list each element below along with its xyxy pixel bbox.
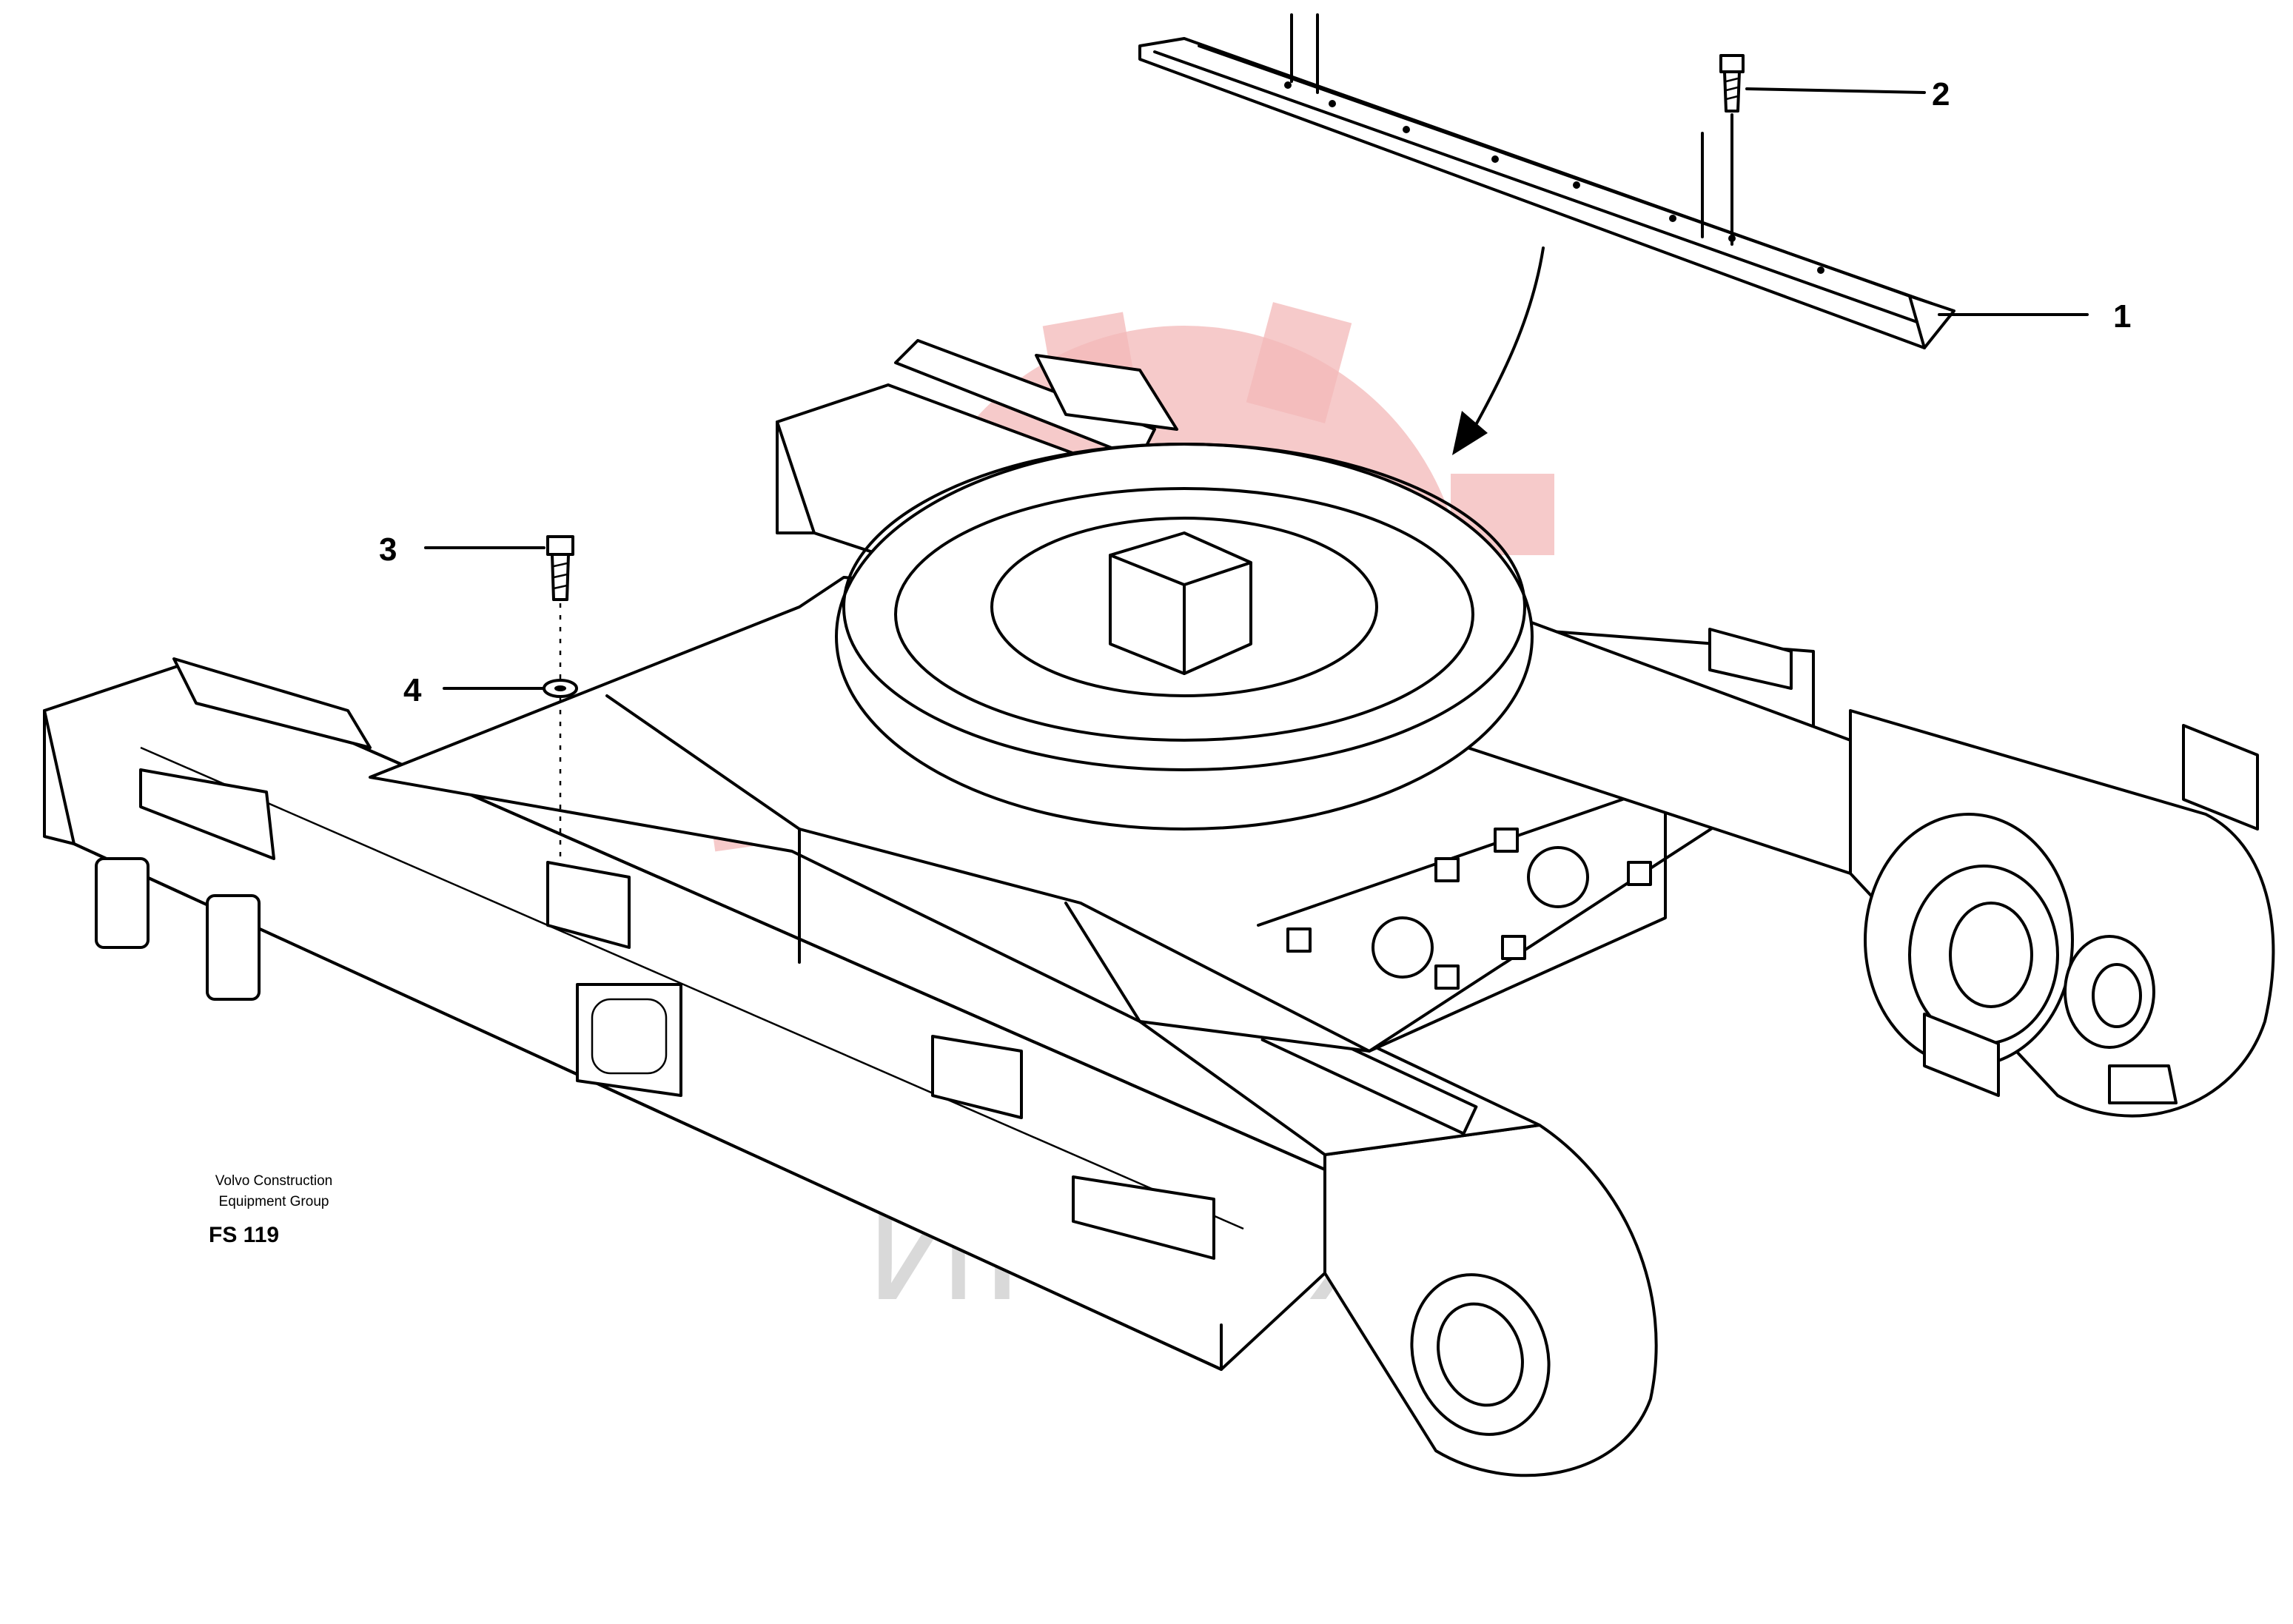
assembly-arrow <box>1468 246 1545 438</box>
part-4-washer <box>543 679 578 698</box>
right-drive-housing <box>1849 709 2275 1118</box>
figure-code: FS 119 <box>209 1223 280 1247</box>
assembly-arrow-head <box>1452 411 1488 455</box>
company-line-1: Volvo Construction <box>215 1173 333 1189</box>
callout-label-1: 1 <box>2113 298 2131 335</box>
part-1-rail-bar <box>1138 13 1955 349</box>
part-2-bolt <box>1719 54 1745 246</box>
callout-label-2: 2 <box>1932 76 1950 113</box>
callout-leaders <box>424 87 2089 690</box>
company-caption: Volvo Construction Equipment Group <box>152 1171 396 1212</box>
company-line-2: Equipment Group <box>218 1194 329 1209</box>
callout-label-3: 3 <box>379 531 397 568</box>
left-track-beam <box>43 657 1326 1371</box>
part-3-bolt <box>546 535 574 866</box>
callout-label-4: 4 <box>403 672 422 708</box>
swing-ring <box>835 443 1534 831</box>
